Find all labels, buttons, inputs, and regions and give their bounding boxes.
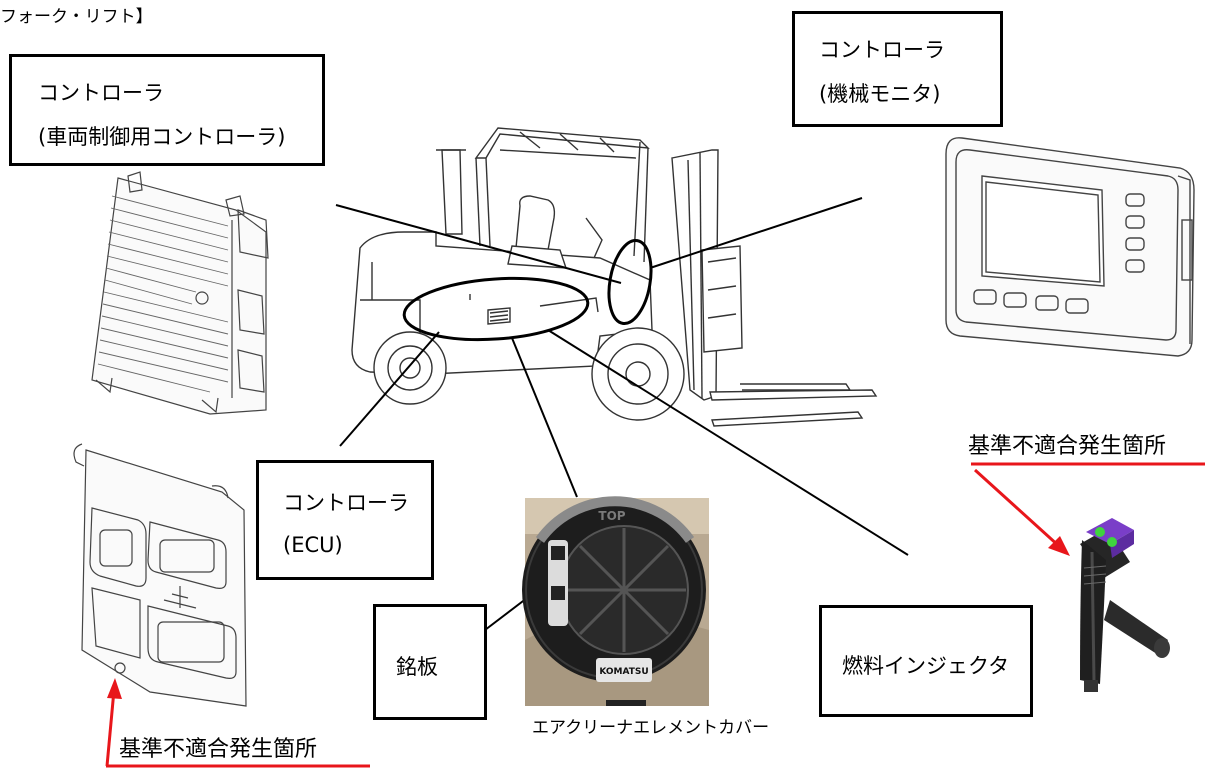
label-nameplate-text: 銘板 xyxy=(396,655,438,679)
label-monitor-controller: コントローラ (機械モニタ) xyxy=(792,11,1003,127)
callout-noncompliance-bottom-left: 基準不適合発生箇所 xyxy=(119,737,318,762)
air-cleaner-cover-photo: KOMATSU TOP xyxy=(522,496,709,706)
label-fuel-injector-text: 燃料インジェクタ xyxy=(842,654,1010,678)
label-vehicle-controller: コントローラ (車両制御用コントローラ) xyxy=(9,54,325,166)
label-fuel-injector: 燃料インジェクタ xyxy=(819,605,1033,717)
machine-monitor-image xyxy=(945,137,1195,357)
label-monitor-controller-line2: (機械モニタ) xyxy=(819,82,941,106)
forklift-image xyxy=(351,127,878,427)
label-ecu-controller-line2: (ECU) xyxy=(283,533,343,557)
callout-arrow-top-right xyxy=(971,462,1205,556)
page-title: フォーク・リフト】 xyxy=(0,7,153,27)
highlight-ellipse-body xyxy=(402,276,590,342)
label-vehicle-controller-line1: コントローラ xyxy=(38,81,164,105)
label-nameplate: 銘板 xyxy=(373,604,487,720)
label-ecu-controller-line1: コントローラ xyxy=(283,491,409,515)
highlight-ellipse-dashboard xyxy=(607,238,653,326)
caption-air-cleaner-cover: エアクリーナエレメントカバー xyxy=(532,718,770,738)
label-vehicle-controller-line2: (車両制御用コントローラ) xyxy=(38,125,286,149)
cover-top-text: TOP xyxy=(598,509,625,523)
fuel-injector-image xyxy=(1080,518,1170,692)
label-ecu-controller: コントローラ (ECU) xyxy=(256,460,434,580)
ecu-image xyxy=(73,443,247,707)
label-monitor-controller-line1: コントローラ xyxy=(819,38,945,62)
callout-noncompliance-top-right: 基準不適合発生箇所 xyxy=(968,434,1167,459)
vehicle-controller-image xyxy=(91,171,269,415)
callout-arrow-bottom-left xyxy=(105,678,370,768)
cover-brand-text: KOMATSU xyxy=(599,667,648,677)
